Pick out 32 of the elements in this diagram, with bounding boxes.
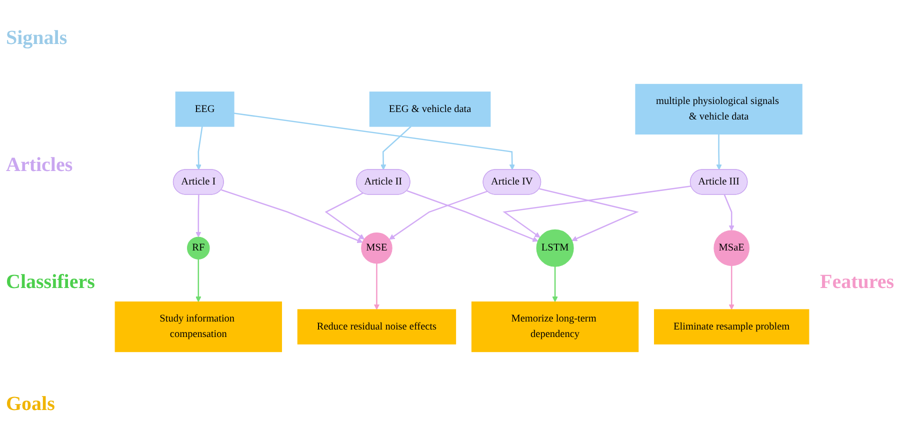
node-box: EEG & vehicle data xyxy=(369,92,491,127)
node-box: Reduce residual noise effects xyxy=(297,309,456,344)
arrow xyxy=(196,194,202,238)
row-label: Goals xyxy=(6,393,55,416)
arrow xyxy=(389,190,488,240)
arrow xyxy=(552,266,558,302)
node-box: Study information compensation xyxy=(114,302,282,352)
arrow xyxy=(539,188,639,242)
node-circle: LSTM xyxy=(536,229,574,267)
arrow xyxy=(724,194,734,231)
arrow xyxy=(716,134,722,170)
arrow xyxy=(380,126,412,170)
node-box: multiple physiological signals & vehicle data xyxy=(635,84,802,134)
node-circle: MSE xyxy=(361,232,392,264)
arrow xyxy=(406,190,538,242)
node-circle: MSaE xyxy=(714,230,750,266)
node-box: Eliminate resample problem xyxy=(654,309,810,344)
row-label: Features xyxy=(820,271,894,294)
node-box: EEG xyxy=(175,92,234,127)
arrow xyxy=(196,259,202,302)
arrow xyxy=(374,263,380,310)
arrow xyxy=(196,126,203,170)
arrow xyxy=(234,112,515,170)
arrow xyxy=(221,189,363,244)
arrow xyxy=(502,186,692,238)
row-label: Signals xyxy=(6,27,68,50)
row-label: Classifiers xyxy=(6,271,95,294)
arrow xyxy=(728,266,734,310)
row-label: Articles xyxy=(6,154,73,177)
arrow xyxy=(324,192,364,240)
node-box: Memorize long-term dependency xyxy=(471,302,639,352)
node-circle: RF xyxy=(187,236,210,260)
